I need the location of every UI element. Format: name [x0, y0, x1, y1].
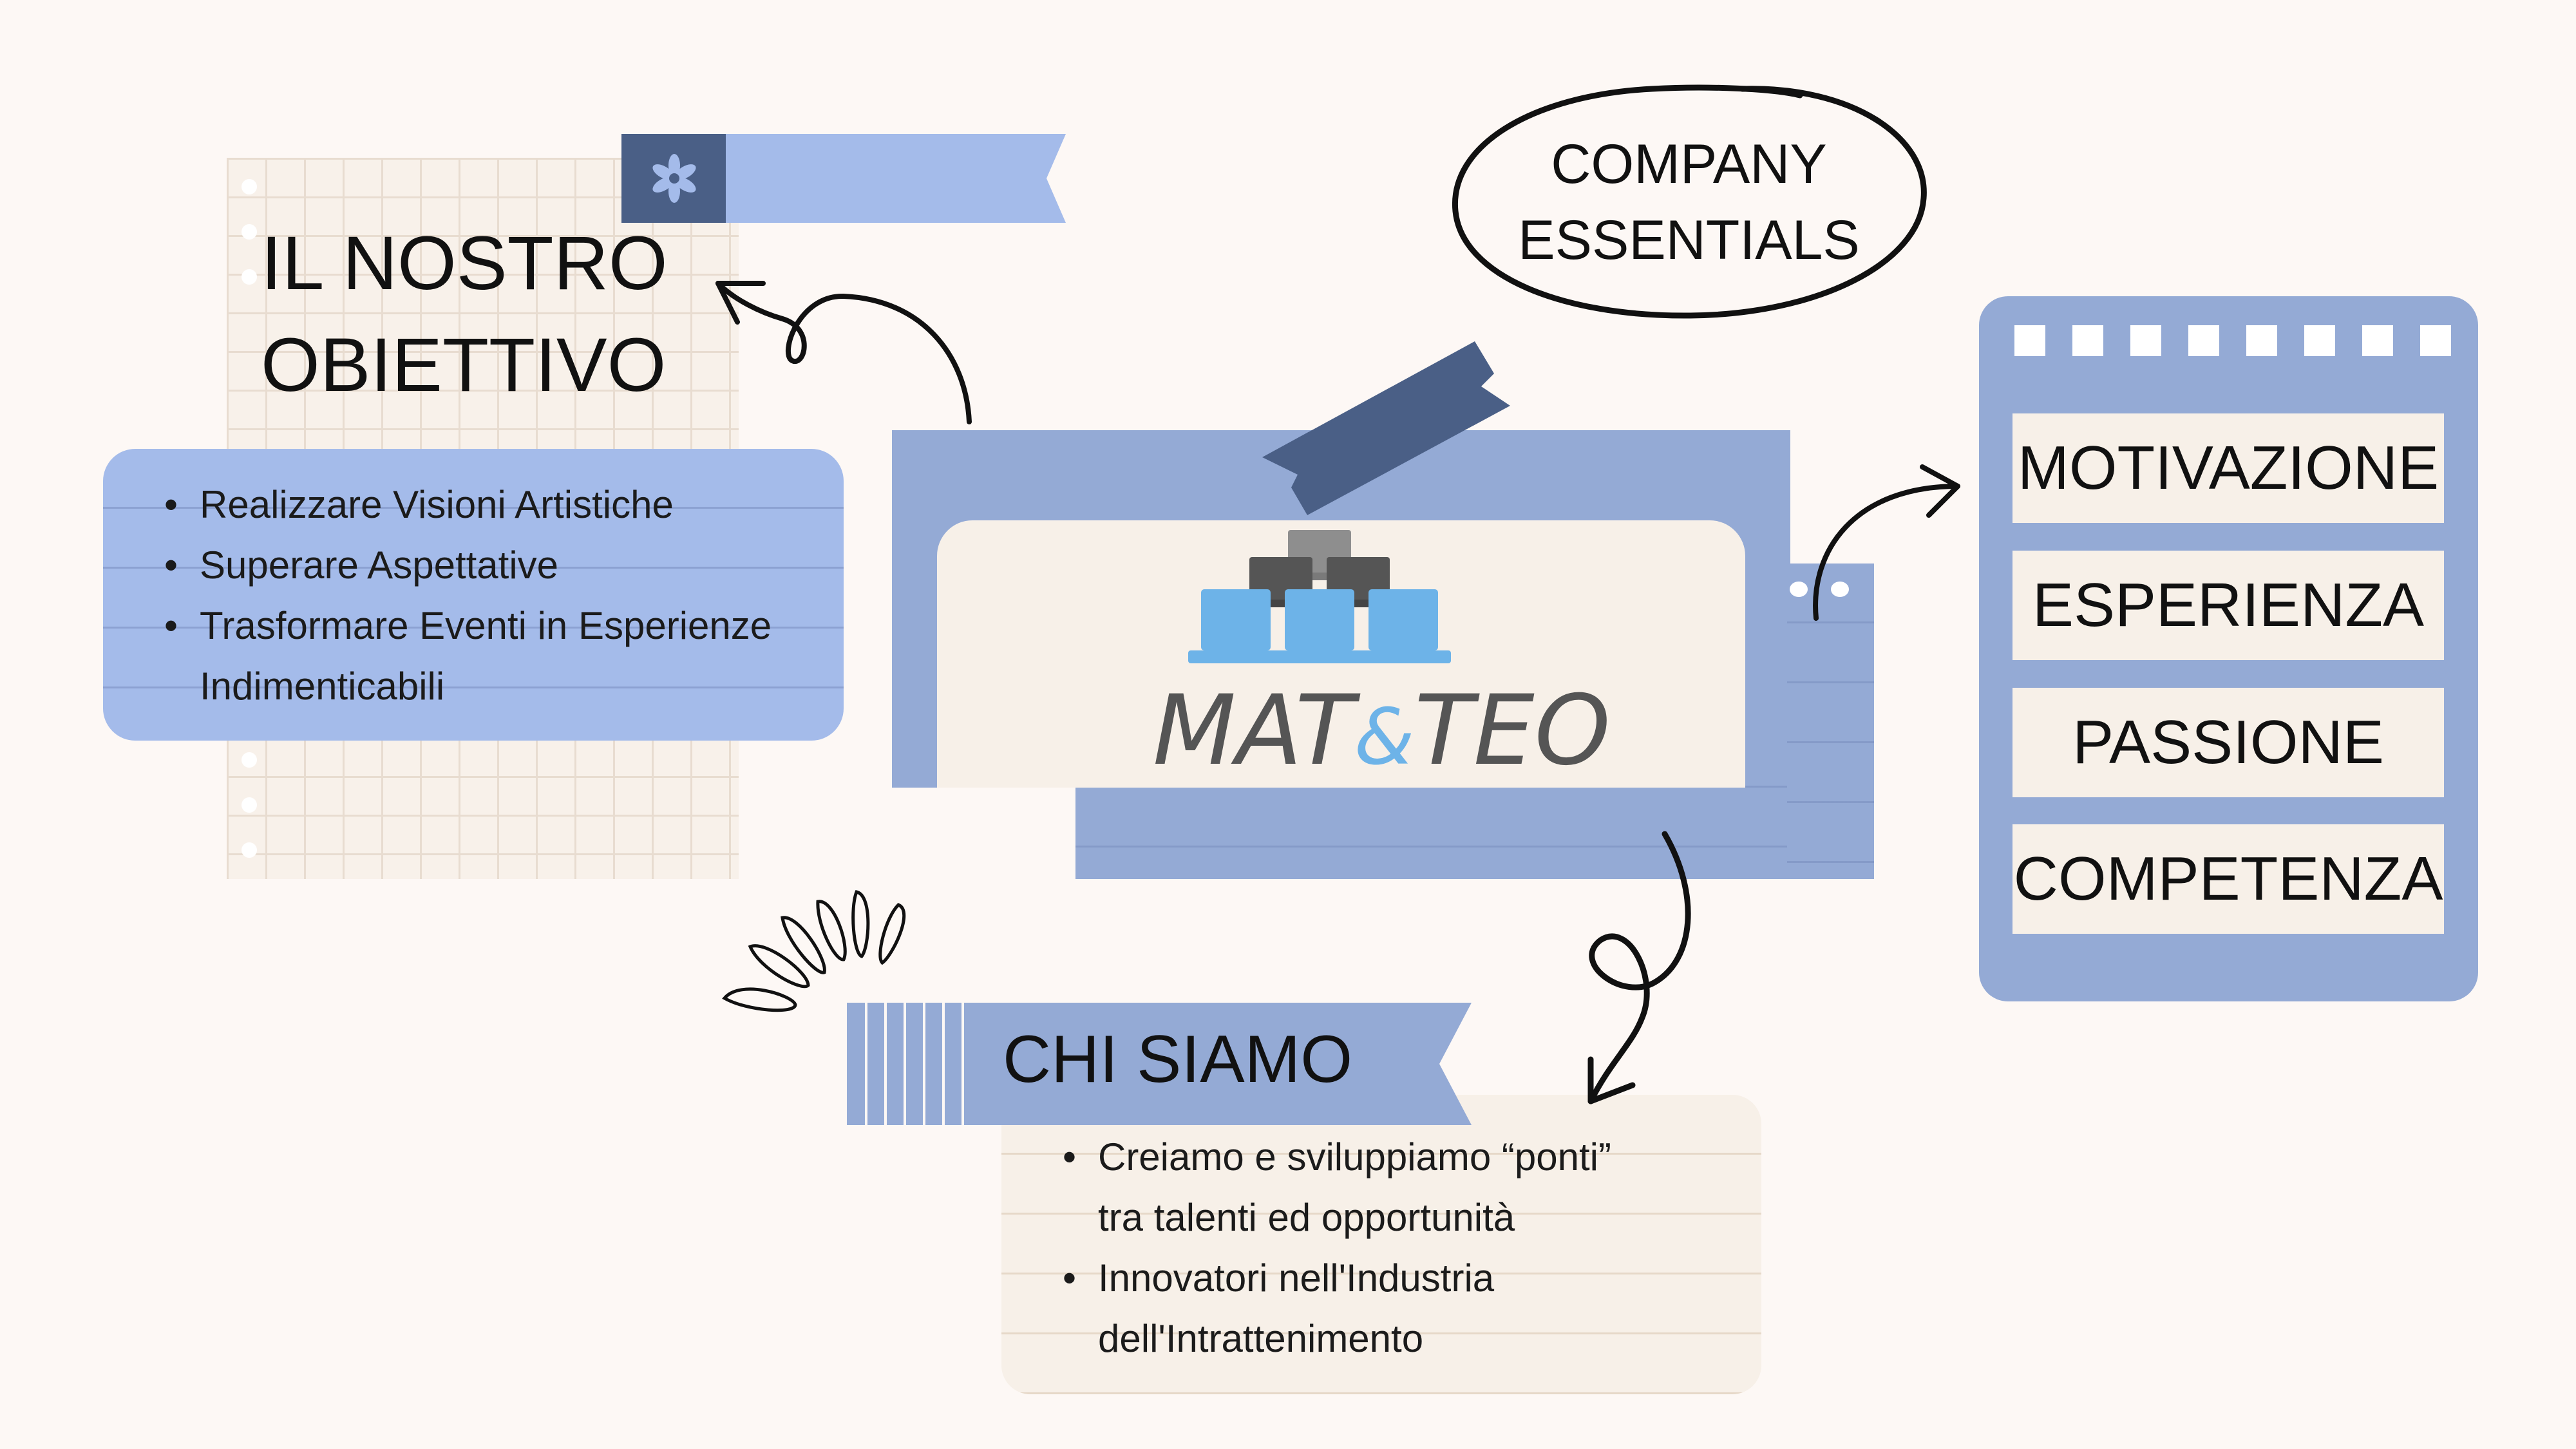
ribbon-banner — [621, 134, 1066, 226]
about-bullet: Innovatori nell'Industria dell'Intratten… — [1001, 1248, 1549, 1369]
company-logo: MAT&TEO — [1153, 525, 1611, 782]
objective-bullet: Realizzare Visioni Artistiche — [103, 475, 824, 535]
sparkle-icon — [721, 889, 940, 1027]
binder-holes — [240, 167, 259, 863]
values-card-perforation — [2014, 325, 2451, 356]
logo-window-side-tab — [1787, 564, 1874, 879]
tape-strip — [1256, 338, 1526, 522]
arrow-to-values — [1813, 464, 1960, 621]
about-bullet-list: Creiamo e sviluppiamo “ponti” tra talent… — [1001, 1095, 1665, 1369]
about-bullet: Creiamo e sviluppiamo “ponti” tra talent… — [1001, 1127, 1665, 1248]
logo-icon — [1188, 530, 1451, 663]
objective-bullet: Trasformare Eventi in Esperienze Indimen… — [103, 596, 779, 717]
badge-line1: COMPANY — [1551, 133, 1827, 195]
value-item: PASSIONE — [2012, 688, 2444, 797]
objective-title-line1: IL NOSTRO — [261, 221, 668, 306]
about-title: CHI SIAMO — [1003, 1022, 1353, 1097]
objective-card: Realizzare Visioni Artistiche Superare A… — [103, 449, 844, 741]
flower-icon — [647, 151, 701, 205]
objective-bullet-list: Realizzare Visioni Artistiche Superare A… — [103, 449, 824, 717]
value-item: COMPETENZA — [2012, 824, 2444, 934]
value-item: ESPERIENZA — [2012, 551, 2444, 660]
badge-text: COMPANY ESSENTIALS — [1439, 126, 1938, 278]
arrow-to-about — [1587, 831, 1691, 1104]
objective-title-line2: OBIETTIVO — [261, 323, 667, 408]
objective-title: IL NOSTRO OBIETTIVO — [261, 213, 668, 416]
logo-text-teo: TEO — [1414, 675, 1611, 787]
logo-text-mat: MAT — [1153, 675, 1354, 787]
badge-line2: ESSENTIALS — [1518, 209, 1860, 271]
arrow-to-objective — [715, 281, 972, 424]
value-item: MOTIVAZIONE — [2012, 413, 2444, 523]
logo-wordmark: MAT&TEO — [1153, 683, 1611, 786]
about-banner — [847, 1003, 1472, 1128]
company-essentials-badge: COMPANY ESSENTIALS — [1439, 76, 1938, 324]
logo-text-amp: & — [1354, 693, 1415, 782]
objective-bullet: Superare Aspettative — [103, 535, 824, 596]
about-card: Creiamo e sviluppiamo “ponti” tra talent… — [1001, 1095, 1761, 1394]
